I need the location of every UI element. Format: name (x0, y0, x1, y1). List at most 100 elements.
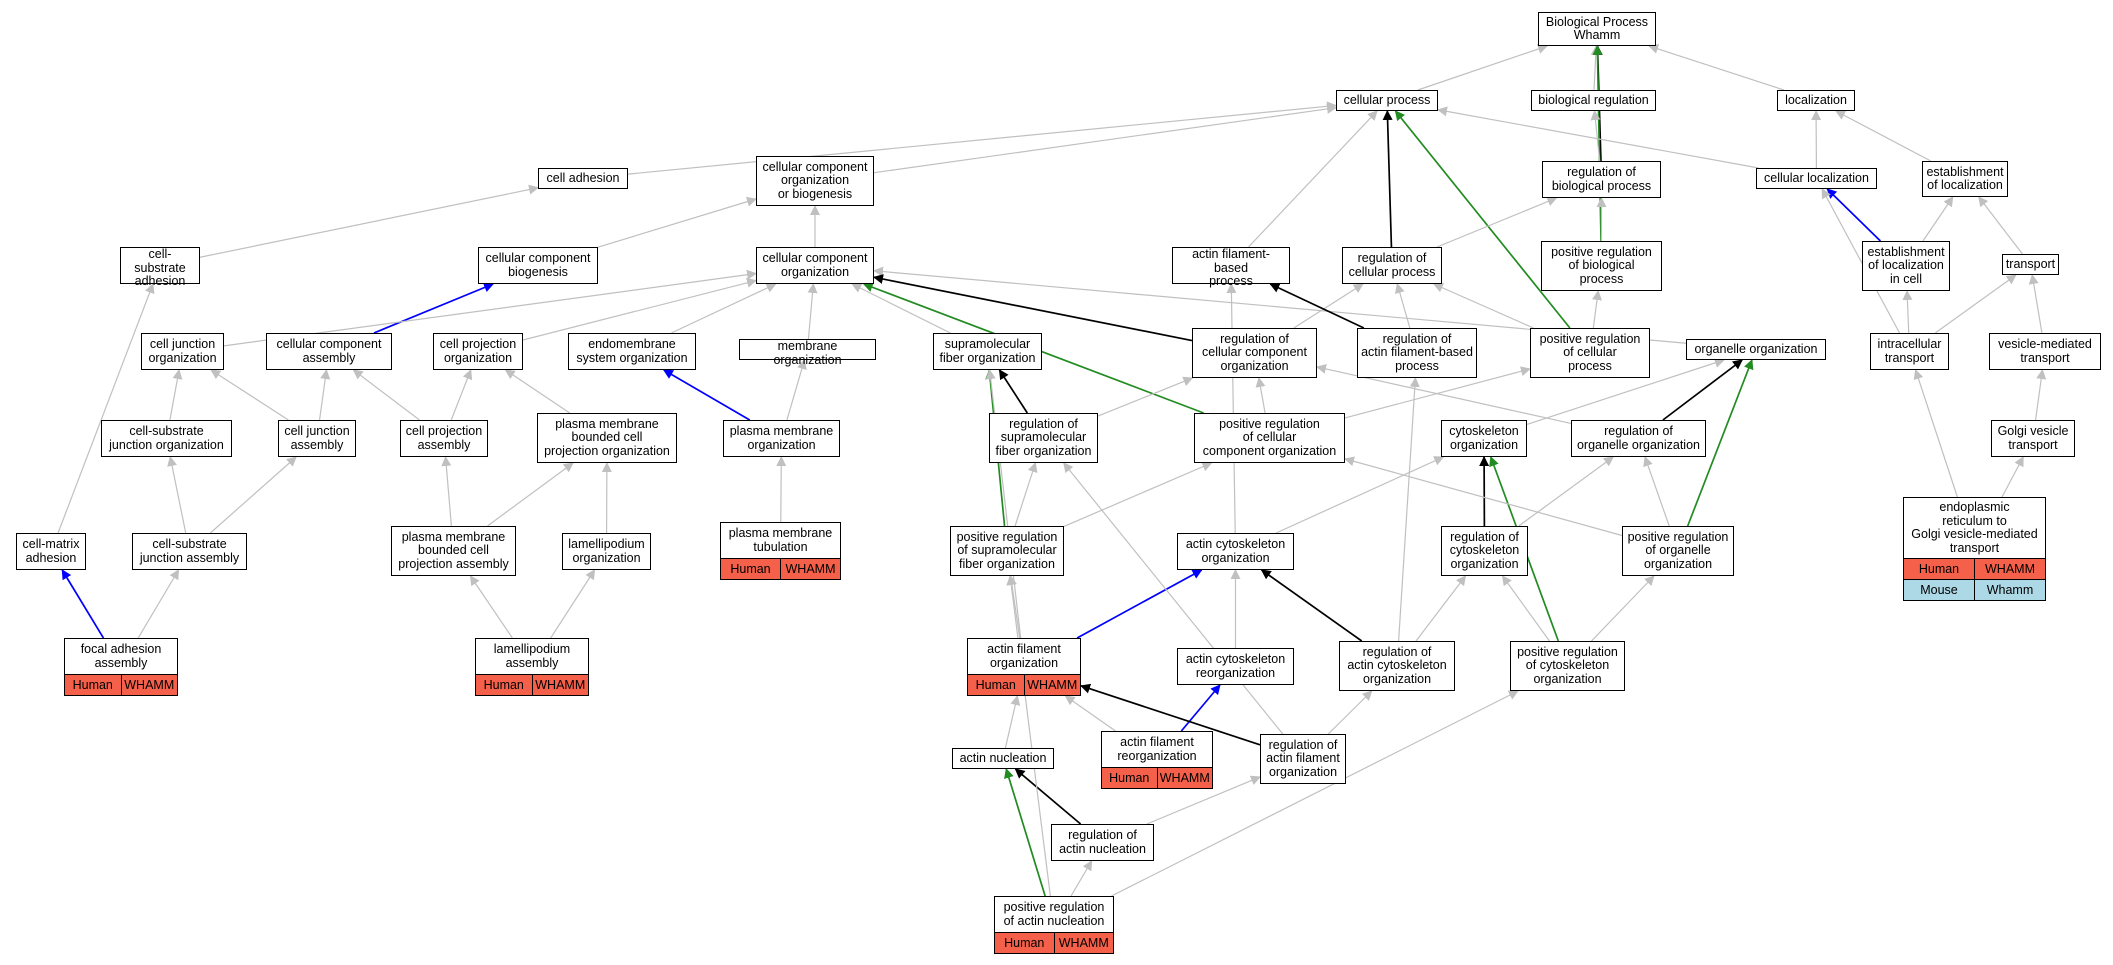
go-term-br[interactable]: biological regulation (1531, 90, 1656, 111)
edge-rcco-to-cco (873, 274, 1193, 342)
go-term-it[interactable]: intracellular transport (1870, 333, 1949, 370)
go-term-cpo[interactable]: cell projection organization (433, 333, 523, 370)
go-term-ertg[interactable]: endoplasmic reticulum to Golgi vesicle-m… (1903, 497, 2046, 601)
go-term-csa[interactable]: cell-substrate adhesion (120, 247, 200, 288)
edge-cca-to-ccb (373, 282, 494, 334)
go-term-label: cell projection organization (439, 337, 517, 365)
go-term-prbp[interactable]: positive regulation of biological proces… (1541, 241, 1662, 291)
edge-pran-to-an (1004, 768, 1046, 897)
go-term-label: localization (1785, 92, 1847, 107)
go-term-ran[interactable]: regulation of actin nucleation (1051, 824, 1154, 861)
go-term-an[interactable]: actin nucleation (952, 748, 1054, 769)
go-term-label: cell-substrate junction assembly (139, 537, 240, 565)
go-term-prco[interactable]: positive regulation of cytoskeleton orga… (1510, 641, 1625, 691)
go-term-trans[interactable]: transport (2002, 254, 2059, 275)
go-term-label: cellular process (1343, 92, 1431, 107)
gene-label: WHAMM (1974, 559, 2045, 579)
go-term-label: positive regulation of cytoskeleton orga… (1517, 644, 1618, 686)
go-term-pmbcpa[interactable]: plasma membrane bounded cell projection … (391, 526, 516, 576)
edge-pran-to-ran (1070, 860, 1093, 897)
go-term-raco[interactable]: regulation of actin cytoskeleton organiz… (1339, 641, 1455, 691)
go-term-label: focal adhesion assembly (80, 642, 162, 670)
edge-afr-to-acr (1180, 684, 1221, 732)
go-term-lo[interactable]: lamellipodium organization (562, 533, 651, 570)
go-term-bp[interactable]: Biological Process Whamm (1538, 12, 1656, 46)
go-term-loc[interactable]: localization (1777, 90, 1855, 111)
go-term-pmo[interactable]: plasma membrane organization (723, 420, 840, 457)
edge-prcco-to-rcco (1255, 377, 1266, 414)
edge-faa-to-cma (61, 569, 105, 639)
edge-roo-to-oo (1662, 359, 1743, 421)
go-term-roo[interactable]: regulation of organelle organization (1571, 420, 1706, 457)
go-term-cjo[interactable]: cell junction organization (141, 333, 224, 370)
go-term-vmt[interactable]: vesicle-mediated transport (1989, 333, 2101, 370)
species-label: Human (476, 675, 532, 695)
go-term-oo[interactable]: organelle organization (1686, 339, 1826, 360)
go-term-label: cellular component biogenesis (485, 251, 591, 279)
go-term-gvt[interactable]: Golgi vesicle transport (1991, 420, 2075, 457)
go-term-elc[interactable]: establishment of localization in cell (1862, 241, 1950, 291)
go-term-eso[interactable]: endomembrane system organization (568, 333, 696, 370)
go-term-csjo[interactable]: cell-substrate junction organization (101, 420, 232, 457)
go-term-cp[interactable]: cellular process (1336, 90, 1438, 111)
go-term-mo[interactable]: membrane organization (739, 339, 876, 366)
go-term-co[interactable]: cytoskeleton organization (1441, 420, 1527, 457)
edge-pran-to-prco (1111, 690, 1519, 897)
edge-eloc-to-loc (1835, 110, 1932, 162)
go-term-aco[interactable]: actin cytoskeleton organization (1177, 533, 1294, 570)
go-term-ccb[interactable]: cellular component biogenesis (478, 247, 598, 284)
go-term-cadh[interactable]: cell adhesion (538, 168, 628, 189)
go-term-rcp[interactable]: regulation of cellular process (1342, 247, 1442, 284)
edge-rafo-to-raco (1327, 690, 1373, 735)
go-term-prcco[interactable]: positive regulation of cellular componen… (1194, 413, 1345, 463)
go-term-cco[interactable]: cellular component organization (756, 247, 874, 284)
edge-pran-to-prsfo (1006, 575, 1051, 897)
go-term-rbp[interactable]: regulation of biological process (1542, 161, 1661, 198)
go-term-cpa[interactable]: cell projection assembly (400, 420, 488, 457)
go-term-label: intracellular transport (1877, 337, 1942, 365)
go-term-eloc[interactable]: establishment of localization (1922, 161, 2008, 197)
species-label: Human (995, 933, 1054, 953)
edge-csjo-to-cjo (169, 369, 183, 421)
go-term-label: cellular component organization or bioge… (762, 159, 868, 201)
go-term-acr[interactable]: actin cytoskeleton reorganization (1177, 648, 1294, 685)
species-label: Human (1904, 559, 1974, 579)
go-term-cja[interactable]: cell junction assembly (278, 420, 356, 457)
go-term-label: cell junction organization (148, 337, 217, 365)
go-term-label: organelle organization (1694, 341, 1818, 356)
go-term-sfo[interactable]: supramolecular fiber organization (933, 333, 1042, 370)
go-term-csja[interactable]: cell-substrate junction assembly (132, 533, 247, 570)
edge-pmt-to-pmo (776, 456, 787, 523)
go-term-rco[interactable]: regulation of cytoskeleton organization (1441, 526, 1528, 576)
go-term-proo[interactable]: positive regulation of organelle organiz… (1622, 526, 1734, 576)
go-term-label: actin cytoskeleton organization (1185, 537, 1286, 565)
edge-pmbcpa-to-pmbcpo (487, 462, 574, 527)
go-term-label: cytoskeleton organization (1449, 424, 1519, 452)
go-term-label: transport (2005, 256, 2056, 271)
go-term-cloc[interactable]: cellular localization (1756, 168, 1877, 189)
edge-prco-to-proo (1591, 575, 1655, 642)
go-term-cma[interactable]: cell-matrix adhesion (16, 533, 86, 570)
go-term-label: regulation of actin nucleation (1059, 828, 1146, 856)
go-term-pmbcpo[interactable]: plasma membrane bounded cell projection … (537, 413, 677, 463)
edge-rsfo-to-rcco (1097, 376, 1194, 417)
go-term-ccob[interactable]: cellular component organization or bioge… (756, 156, 874, 206)
go-term-rsfo[interactable]: regulation of supramolecular fiber organ… (989, 413, 1098, 463)
go-term-afbp[interactable]: actin filament-based process (1172, 247, 1290, 288)
edge-br-to-bp (1590, 45, 1601, 91)
go-term-prsfo[interactable]: positive regulation of supramolecular fi… (950, 526, 1064, 576)
go-term-prcp[interactable]: positive regulation of cellular process (1530, 328, 1650, 378)
edge-pmbcpa-to-cpa (441, 456, 452, 527)
go-term-cca[interactable]: cellular component assembly (266, 333, 392, 370)
go-term-rcco[interactable]: regulation of cellular component organiz… (1192, 328, 1317, 378)
go-term-rafbp[interactable]: regulation of actin filament-based proce… (1357, 328, 1477, 378)
go-term-rafo[interactable]: regulation of actin filament organizatio… (1260, 734, 1346, 784)
